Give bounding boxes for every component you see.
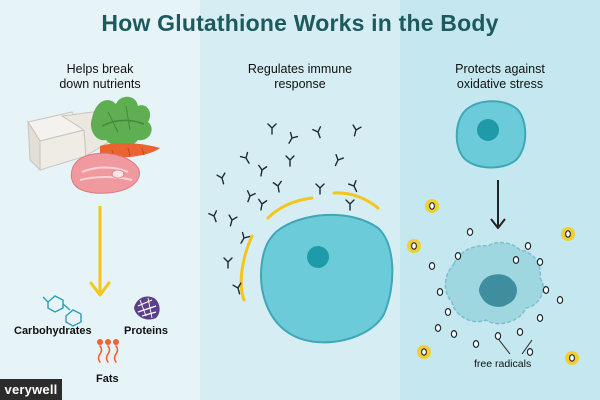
pointer-lines <box>495 335 533 355</box>
free-radical-icon <box>444 308 452 317</box>
carrot-icon <box>100 142 160 158</box>
heading-immune: Regulates immune response <box>200 62 400 92</box>
free-radical-icon <box>524 242 532 251</box>
molecule-icon <box>42 295 82 327</box>
fat-icon <box>97 339 119 363</box>
free-radical-icon <box>536 314 544 323</box>
protein-icon <box>134 296 160 320</box>
antibody-icon <box>228 214 238 227</box>
label-free-radicals: free radicals <box>474 358 532 370</box>
free-radical-icon <box>407 239 421 253</box>
heading-line: Regulates immune <box>247 62 353 76</box>
antibody-icon <box>285 155 295 167</box>
heading-line: down nutrients <box>59 77 141 91</box>
label-fats: Fats <box>96 373 119 385</box>
antibody-group <box>208 123 362 295</box>
antibody-icon <box>232 282 242 295</box>
free-radical-icon <box>494 332 502 341</box>
immune-cell <box>260 213 394 344</box>
heading-line: Protects against <box>455 62 545 76</box>
antibody-icon <box>223 257 233 269</box>
antibody-icon <box>258 164 268 177</box>
free-radical-icon <box>561 227 575 241</box>
yellow-shield-arcs <box>239 191 380 302</box>
antibody-icon <box>240 231 251 244</box>
antibody-icon <box>312 126 322 139</box>
down-arrow <box>490 180 506 229</box>
antibody-icon <box>352 124 362 137</box>
page-title: How Glutathione Works in the Body <box>101 10 499 36</box>
free-radical-icon <box>450 330 458 339</box>
heading-line: Helps break <box>66 62 134 76</box>
free-radical-icon <box>436 288 444 297</box>
heading-oxidative: Protects against oxidative stress <box>400 62 600 92</box>
heading-nutrients: Helps break down nutrients <box>0 62 200 92</box>
antibody-icon <box>315 183 325 195</box>
antibody-icon <box>267 123 277 135</box>
free-radical-icon <box>536 258 544 267</box>
free-radical-icon <box>417 345 431 359</box>
label-carbohydrates: Carbohydrates <box>14 325 92 337</box>
free-radical-icon <box>472 340 480 349</box>
antibody-icon <box>208 210 218 223</box>
free-radical-icon <box>516 328 524 337</box>
antibody-icon <box>272 180 282 193</box>
antibody-icon <box>239 151 250 164</box>
free-radical-icon <box>526 348 534 357</box>
free-radical-icon <box>454 252 462 261</box>
antibody-icon <box>216 172 226 185</box>
free-radical-icon <box>565 351 579 365</box>
salmon-icon <box>70 152 140 194</box>
free-radical-icon <box>428 262 436 271</box>
antibody-icon <box>246 190 256 203</box>
antibody-icon <box>258 198 268 211</box>
antibody-icon <box>345 199 355 211</box>
free-radical-icon <box>512 256 520 265</box>
free-radical-icon <box>542 286 550 295</box>
free-radical-icon <box>466 228 474 237</box>
panel-nutrients <box>0 0 200 400</box>
free-radical-icon <box>434 324 442 333</box>
free-radical-group <box>407 199 579 365</box>
heading-line: oxidative stress <box>456 77 544 91</box>
heading-line: response <box>274 77 326 91</box>
greens-icon <box>90 96 152 147</box>
antibody-icon <box>347 179 358 193</box>
healthy-cell <box>455 100 527 169</box>
antibody-icon <box>334 153 345 167</box>
brand-logo: verywell <box>0 379 62 400</box>
free-radical-icon <box>556 296 564 305</box>
damaged-cell <box>444 241 544 325</box>
label-proteins: Proteins <box>124 325 169 337</box>
free-radical-icon <box>425 199 439 213</box>
antibody-icon <box>288 131 299 144</box>
flow-arrow-yellow <box>89 206 111 297</box>
